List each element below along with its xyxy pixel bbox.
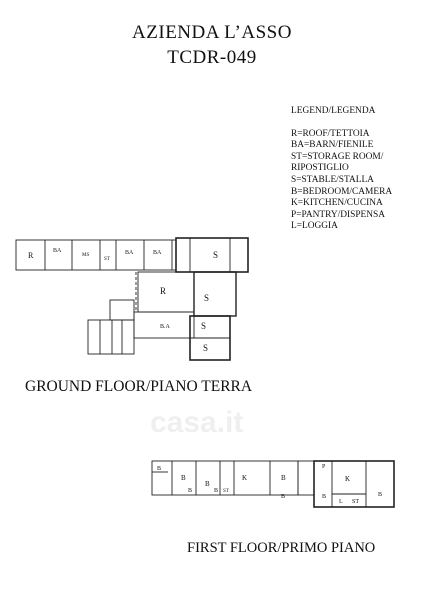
legend-item: P=PANTRY/DISPENSA (291, 209, 386, 220)
ff-room-b: B (322, 494, 326, 500)
legend-item: ST=STORAGE ROOM/ (291, 151, 384, 162)
gf-room-r: R (28, 251, 34, 260)
gf-room-r: R (160, 286, 166, 296)
ff-room-b: B (181, 474, 186, 482)
legend-item: K=KITCHEN/CUCINA (291, 198, 383, 209)
gf-room-ba: B.A (160, 324, 171, 330)
legend-item: B=BEDROOM/CAMERA (291, 186, 393, 197)
gf-room-st: ST (104, 257, 110, 262)
ff-room-b: B (188, 488, 192, 494)
gf-room-ba: BA (125, 250, 134, 256)
legend-item: RIPOSTIGLIO (291, 163, 349, 174)
ff-room-b: B (281, 494, 285, 500)
ff-room-b: B (205, 480, 210, 488)
ff-room-st: ST (223, 489, 229, 494)
first-floor-label: FIRST FLOOR/PRIMO PIANO (187, 540, 376, 556)
watermark-text: casa.it (150, 406, 244, 439)
gf-room-s: S (213, 250, 218, 260)
gf-room-s: S (204, 293, 209, 303)
legend-heading: LEGEND/LEGENDA (291, 106, 376, 116)
legend-item: BA=BARN/FIENILE (291, 140, 374, 151)
title-line-1: AZIENDA L’ASSO (132, 22, 292, 43)
legend-item: L=LOGGIA (291, 221, 338, 232)
ff-room-b: B (281, 474, 286, 482)
gf-wall-top-right (175, 237, 249, 273)
legend: LEGEND/LEGENDA R=ROOF/TETTOIA BA=BARN/FI… (291, 106, 392, 233)
gf-room-s: S (203, 343, 208, 353)
ff-room-st: ST (352, 499, 359, 505)
title-line-2: TCDR-049 (167, 47, 257, 68)
ff-room-b: B (378, 492, 382, 498)
ground-floor-label: GROUND FLOOR/PIANO TERRA (25, 378, 253, 395)
ff-room-b: B (157, 466, 161, 472)
gf-room-s: S (201, 321, 206, 331)
legend-item: R=ROOF/TETTOIA (291, 128, 370, 139)
ff-room-b: B (214, 488, 218, 494)
ff-room-k: K (345, 475, 350, 483)
ff-room-p: P (322, 464, 326, 470)
gf-wall-left-wing (15, 239, 177, 271)
gf-room-ba: BA (153, 250, 162, 256)
first-floor-plan (151, 460, 395, 508)
ff-room-l: L (339, 499, 343, 505)
gf-room-ms: MS (82, 253, 89, 258)
gf-room-ba: BA (53, 248, 62, 254)
ff-room-k: K (242, 474, 247, 482)
legend-item: S=STABLE/STALLA (291, 174, 374, 185)
